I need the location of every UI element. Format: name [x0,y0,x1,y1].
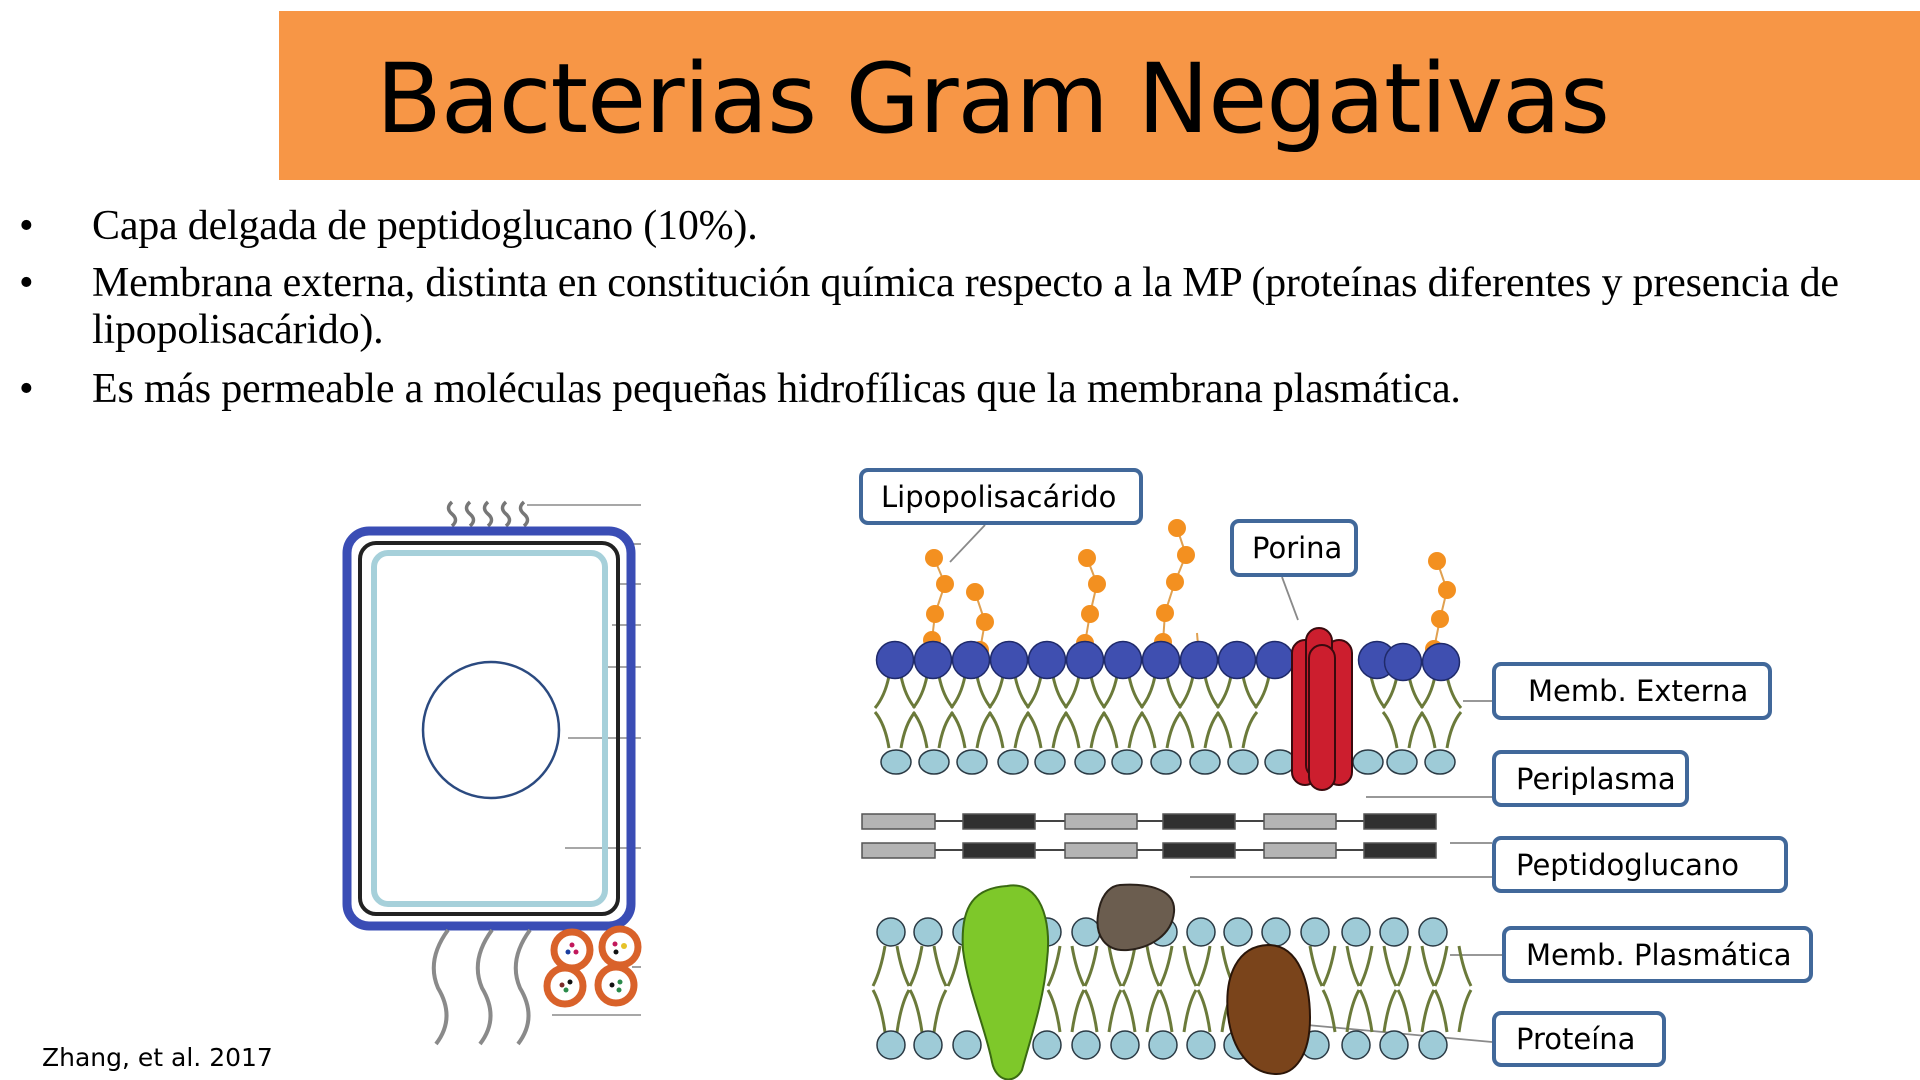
label-outer-membrane: Memb. Externa [1492,662,1772,720]
cell-outer-membrane [342,526,636,931]
membrane-diagram [861,519,1502,1080]
slide-title: Bacterias Gram Negativas [376,43,1610,155]
bullet-item: • Es más permeable a moléculas pequeñas … [0,366,1900,413]
label-periplasm: Periplasma [1492,750,1689,807]
peripheral-protein-grey-icon [1096,883,1176,952]
label-protein: Proteína [1492,1011,1666,1067]
vesicles-icon [543,925,642,1008]
bullet-icon: • [19,366,34,412]
flagella-icon [431,928,532,1046]
label-lipopolysaccharide: Lipopolisacárido [859,468,1143,525]
porin-icon [1291,627,1353,791]
bullet-text: Capa delgada de peptidoglucano (10%). [92,203,758,249]
title-banner: Bacterias Gram Negativas [279,11,1920,180]
integral-protein-green-icon [961,884,1050,1080]
bullet-text: Membrana externa, distinta en constituci… [92,260,1839,353]
bullet-text: Es más permeable a moléculas pequeñas hi… [92,366,1461,412]
citation: Zhang, et al. 2017 [42,1043,273,1072]
plasma-membrane-tails [871,945,1473,1033]
bullet-list: • Capa delgada de peptidoglucano (10%). … [0,203,1900,423]
bullet-item: • Capa delgada de peptidoglucano (10%). [0,203,1900,250]
label-peptidoglycan: Peptidoglucano [1492,836,1788,893]
outer-membrane-tails [873,675,1463,749]
peptidoglycan-icon [861,813,1437,859]
cell-diagram [342,500,642,1046]
lps-icon [923,519,1456,659]
label-plasma-membrane: Memb. Plasmática [1502,926,1813,983]
outer-membrane-inner-heads [880,749,1456,775]
outer-membrane-heads [875,640,1461,682]
integral-protein-brown-icon [1226,943,1312,1076]
nucleoid-icon [421,660,561,800]
cell-plasma-membrane [371,550,608,907]
label-porin: Porina [1230,519,1358,577]
bullet-item: • Membrana externa, distinta en constitu… [0,260,1900,354]
cell-peptidoglycan [358,541,620,916]
pili-icon [446,500,530,528]
bullet-icon: • [19,203,34,249]
bullet-icon: • [19,260,34,306]
